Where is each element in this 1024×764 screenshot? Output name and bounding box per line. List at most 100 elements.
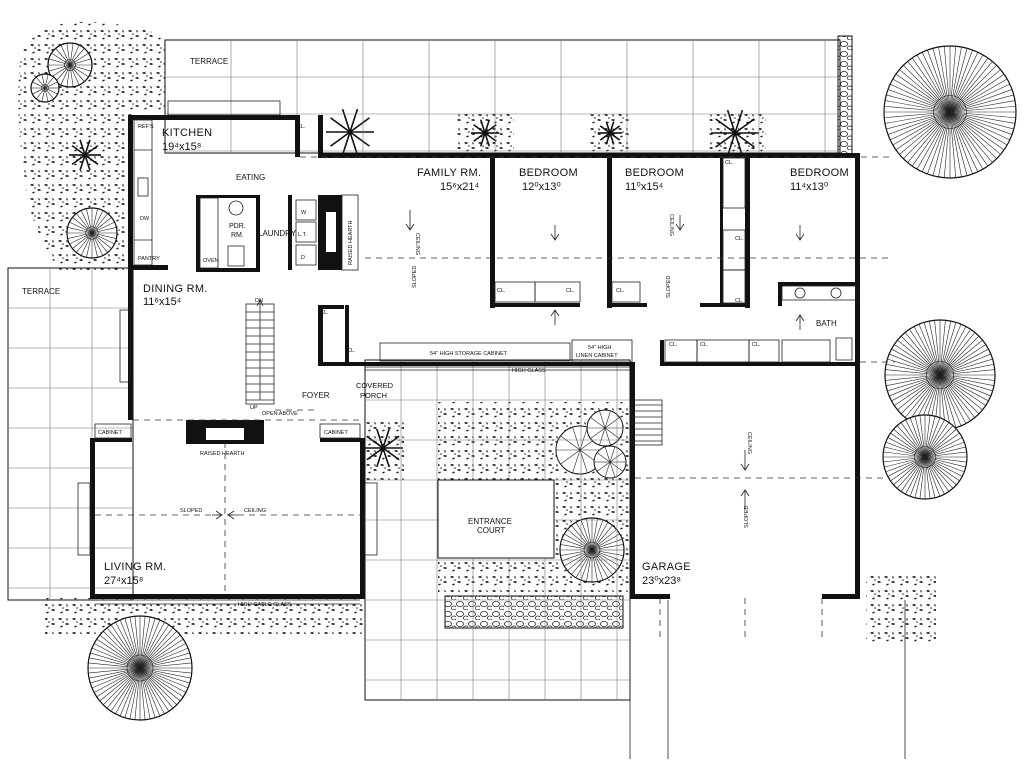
kitchen-counter bbox=[133, 119, 153, 266]
terrace-left-label: TERRACE bbox=[22, 287, 60, 296]
bed3-dims: 11⁴x13⁰ bbox=[790, 181, 829, 193]
cabinet-right-note: CABINET bbox=[324, 430, 348, 436]
closet-note: CL. bbox=[616, 288, 625, 294]
laundry-tub-note: L.T. bbox=[298, 232, 307, 238]
wall bbox=[128, 265, 168, 270]
wall bbox=[700, 303, 750, 307]
wall bbox=[128, 115, 133, 270]
living-dims: 27⁴x15⁸ bbox=[104, 575, 143, 587]
ceiling-family: CEILING bbox=[414, 233, 420, 255]
wall bbox=[90, 438, 95, 598]
wall bbox=[855, 153, 860, 365]
pdr-label-line1: PDR. bbox=[229, 223, 246, 230]
tree-symbol bbox=[559, 517, 625, 583]
firebox-family bbox=[326, 212, 336, 252]
terrace-top-label: TERRACE bbox=[190, 57, 228, 66]
laundry-label: LAUNDRY bbox=[258, 229, 297, 238]
closet-note: CL. bbox=[320, 310, 329, 316]
closet-note: CL. bbox=[297, 124, 306, 130]
kitchen-dims: 19⁴x15⁸ bbox=[162, 141, 201, 153]
wall bbox=[822, 594, 860, 599]
wall bbox=[288, 195, 292, 270]
walls bbox=[90, 115, 860, 599]
court-label-1: ENTRANCE bbox=[468, 517, 512, 526]
wall bbox=[128, 115, 295, 120]
raised-hearth-family-note: RAISED HEARTH bbox=[348, 220, 354, 265]
labels: TERRACE TERRACE KITCHEN 19⁴x15⁸ EATING P… bbox=[22, 57, 849, 608]
wall bbox=[660, 362, 860, 366]
wall bbox=[345, 305, 349, 365]
wall bbox=[200, 195, 256, 198]
wall bbox=[295, 115, 300, 157]
bath-label: BATH bbox=[816, 319, 837, 328]
plant-symbol bbox=[363, 428, 403, 468]
wall bbox=[256, 195, 260, 270]
wall bbox=[720, 153, 723, 303]
wall bbox=[745, 153, 750, 308]
wall bbox=[196, 195, 200, 270]
wall bbox=[90, 438, 132, 442]
bath-vanity bbox=[781, 285, 857, 301]
wall bbox=[90, 594, 365, 599]
sloped-family: SLOPED bbox=[412, 266, 418, 288]
bath-wc bbox=[835, 337, 853, 361]
porch-label-1: COVERED bbox=[356, 381, 394, 390]
high-gable-glass-note: HIGH GABLE GLASS bbox=[238, 602, 292, 608]
ceiling-living: CEILING bbox=[244, 508, 266, 514]
sloped-bed2: SLOPED bbox=[666, 276, 672, 298]
closet-note: CL. bbox=[347, 348, 356, 354]
court-patio bbox=[437, 479, 555, 559]
wall bbox=[360, 438, 365, 598]
plant-symbol bbox=[598, 121, 622, 145]
foyer-label: FOYER bbox=[302, 391, 330, 400]
garage-dims: 23⁰x23⁸ bbox=[642, 575, 681, 587]
closet-note: CL. bbox=[735, 298, 744, 304]
wall bbox=[318, 153, 858, 158]
storage-cabinet bbox=[379, 342, 571, 362]
linen-cabinet-note-2: LINEN CABINET bbox=[576, 353, 618, 359]
garage-label: GARAGE bbox=[642, 561, 691, 573]
wall bbox=[318, 305, 344, 309]
living-label: LIVING RM. bbox=[104, 561, 166, 573]
ceiling-bed2: CEILING bbox=[668, 214, 674, 236]
dw-note: DW bbox=[140, 216, 150, 222]
bed3-label: BEDROOM bbox=[790, 167, 849, 179]
tree-symbol bbox=[30, 73, 60, 103]
sink bbox=[137, 177, 149, 197]
tree-symbol bbox=[883, 45, 1017, 179]
plant-symbol bbox=[471, 119, 499, 147]
dining-label: DINING RM. bbox=[143, 283, 208, 295]
bed1-label: BEDROOM bbox=[519, 167, 578, 179]
wall bbox=[778, 282, 782, 306]
wall bbox=[490, 303, 580, 307]
bed1-dims: 12⁰x13⁰ bbox=[522, 181, 561, 193]
wall bbox=[630, 362, 635, 598]
bed2-dims: 11⁰x15⁴ bbox=[625, 181, 664, 193]
eating-label: EATING bbox=[236, 173, 265, 182]
terrace-left bbox=[7, 267, 134, 601]
dryer-note: D bbox=[301, 255, 305, 261]
pantry-note: PANTRY bbox=[138, 256, 160, 262]
wall bbox=[607, 153, 612, 308]
wall bbox=[128, 265, 133, 420]
open-above-note: OPEN ABOVE bbox=[262, 411, 298, 417]
closet-note: CL. bbox=[752, 342, 761, 348]
pdr-label-line2: RM. bbox=[231, 232, 244, 239]
closet-note: CL. bbox=[700, 342, 709, 348]
closet-note: CL. bbox=[735, 236, 744, 242]
raised-hearth-family-area bbox=[341, 194, 359, 271]
tree-symbol bbox=[882, 414, 968, 500]
wall bbox=[318, 115, 323, 157]
gravel-planter bbox=[444, 595, 624, 629]
dining-dims: 11⁶x15⁴ bbox=[143, 296, 182, 308]
details bbox=[77, 100, 895, 640]
kitchen-top-counter bbox=[167, 100, 281, 116]
family-label: FAMILY RM. bbox=[417, 167, 481, 179]
wall bbox=[660, 340, 664, 366]
wall bbox=[214, 268, 260, 272]
tree-symbol bbox=[47, 42, 93, 88]
tree-symbol bbox=[884, 319, 996, 431]
stair-up-note: UP bbox=[250, 405, 258, 411]
